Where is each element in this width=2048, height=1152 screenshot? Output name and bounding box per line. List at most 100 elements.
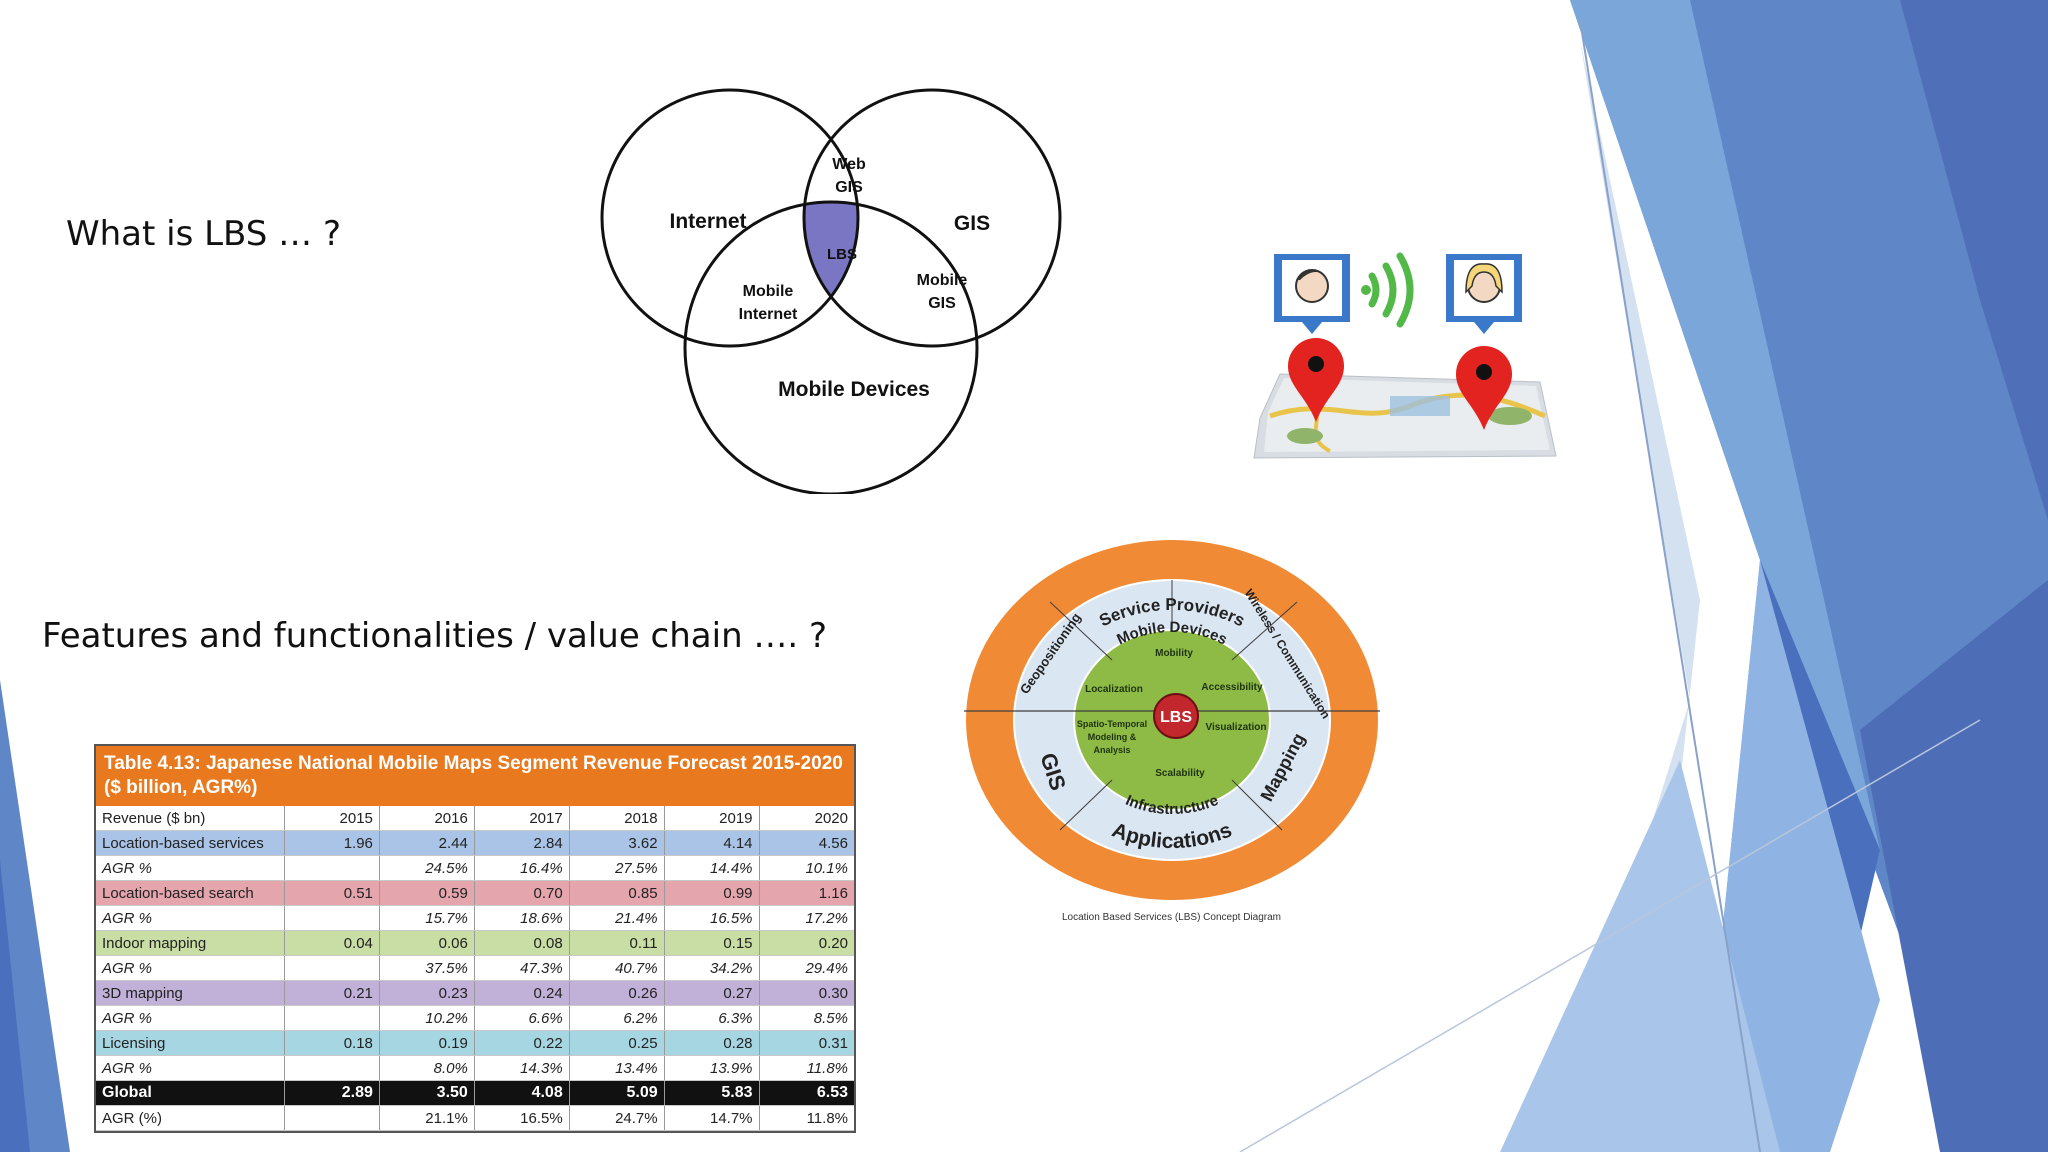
wheel-label-scalability: Scalability xyxy=(1155,768,1205,779)
venn-circle-gis xyxy=(802,88,1062,348)
table-cell: 0.70 xyxy=(474,880,570,906)
table-cell: 40.7% xyxy=(569,955,665,981)
table-row: AGR (%)21.1%16.5%24.7%14.7%11.8% xyxy=(96,1105,854,1131)
wheel-label-modeling-line1: Spatio-Temporal xyxy=(1077,719,1147,729)
table-row: AGR %37.5%47.3%40.7%34.2%29.4% xyxy=(96,955,854,981)
wheel-label-mobility: Mobility xyxy=(1155,648,1193,659)
table-row-label: AGR % xyxy=(96,1005,285,1031)
table-cell xyxy=(284,905,380,931)
table-cell xyxy=(284,1005,380,1031)
table-cell xyxy=(284,1055,380,1081)
table-cell: 2.84 xyxy=(474,830,570,856)
table-cell: 14.7% xyxy=(664,1105,760,1131)
table-cell: 0.15 xyxy=(664,930,760,956)
table-cell: 11.8% xyxy=(759,1055,854,1081)
wheel-hub-label: LBS xyxy=(1160,709,1192,726)
table-cell: 8.5% xyxy=(759,1005,854,1031)
table-cell: 10.1% xyxy=(759,855,854,881)
table-row-label: AGR % xyxy=(96,855,285,881)
table-cell: 29.4% xyxy=(759,955,854,981)
table-cell: 0.18 xyxy=(284,1030,380,1056)
table-cell: 27.5% xyxy=(569,855,665,881)
venn-label-gis: GIS xyxy=(954,212,990,235)
table-title: Table 4.13: Japanese National Mobile Map… xyxy=(96,746,854,806)
table-cell: 3.62 xyxy=(569,830,665,856)
table-row-label: AGR % xyxy=(96,1055,285,1081)
table-row: AGR %10.2%6.6%6.2%6.3%8.5% xyxy=(96,1005,854,1031)
table-cell: 13.4% xyxy=(569,1055,665,1081)
question-what-is-lbs: What is LBS … ? xyxy=(66,214,342,254)
wheel-label-modeling-line3: Analysis xyxy=(1093,745,1130,755)
table-cell: 6.2% xyxy=(569,1005,665,1031)
table-cell: 24.5% xyxy=(379,855,475,881)
wheel-label-localization: Localization xyxy=(1085,684,1143,695)
table-cell: 5.09 xyxy=(569,1080,665,1106)
table-row-label: Location-based services xyxy=(96,830,285,856)
table-header-cell: 2015 xyxy=(284,806,380,831)
wheel-label-accessibility: Accessibility xyxy=(1201,682,1263,693)
table-cell: 0.22 xyxy=(474,1030,570,1056)
venn-label-mobile-internet-line1: Mobile xyxy=(743,283,794,300)
table-cell: 0.26 xyxy=(569,980,665,1006)
table-cell: 17.2% xyxy=(759,905,854,931)
venn-label-center-lbs: LBS xyxy=(827,246,857,263)
table-cell xyxy=(284,855,380,881)
question-features-value-chain: Features and functionalities / value cha… xyxy=(42,616,828,656)
table-header-cell: 2020 xyxy=(759,806,854,831)
table-row-label: Location-based search xyxy=(96,880,285,906)
table-cell: 0.06 xyxy=(379,930,475,956)
table-cell: 34.2% xyxy=(664,955,760,981)
table-row: AGR %8.0%14.3%13.4%13.9%11.8% xyxy=(96,1055,854,1081)
table-header-cell: 2019 xyxy=(664,806,760,831)
table-cell: 6.3% xyxy=(664,1005,760,1031)
venn-label-internet: Internet xyxy=(669,210,746,233)
table-cell: 0.19 xyxy=(379,1030,475,1056)
venn-circle-internet xyxy=(600,88,860,348)
venn-circle-mobile-devices xyxy=(683,200,979,494)
venn-label-web-gis-line2: GIS xyxy=(835,179,863,196)
table-cell: 1.16 xyxy=(759,880,854,906)
table-cell xyxy=(284,1105,380,1131)
table-row-label: 3D mapping xyxy=(96,980,285,1006)
table-cell: 0.31 xyxy=(759,1030,854,1056)
table-cell: 16.4% xyxy=(474,855,570,881)
table-cell: 0.08 xyxy=(474,930,570,956)
wheel-caption: Location Based Services (LBS) Concept Di… xyxy=(1062,912,1281,923)
map-pin-icon xyxy=(1456,346,1512,430)
table-cell: 6.53 xyxy=(759,1080,854,1106)
table-header-cell: 2016 xyxy=(379,806,475,831)
wheel-hub-lbs xyxy=(1153,693,1199,739)
table-row-label: Global xyxy=(96,1080,285,1106)
table-cell: 6.6% xyxy=(474,1005,570,1031)
lbs-illustration xyxy=(1253,252,1557,459)
table-cell: 5.83 xyxy=(664,1080,760,1106)
table-row-label: AGR % xyxy=(96,905,285,931)
table-cell: 0.25 xyxy=(569,1030,665,1056)
table-cell: 11.8% xyxy=(759,1105,854,1131)
map-pin-icon xyxy=(1288,338,1344,422)
table-cell: 0.04 xyxy=(284,930,380,956)
venn-label-mobile-internet-line2: Internet xyxy=(739,306,798,323)
table-cell: 14.3% xyxy=(474,1055,570,1081)
table-header-cell: Revenue ($ bn) xyxy=(96,806,285,831)
table-cell: 2.44 xyxy=(379,830,475,856)
table-cell: 0.11 xyxy=(569,930,665,956)
table-cell: 0.30 xyxy=(759,980,854,1006)
table-cell: 24.7% xyxy=(569,1105,665,1131)
table-header-row: Revenue ($ bn) 2015 2016 2017 2018 2019 … xyxy=(96,806,854,831)
wheel-label-modeling-line2: Modeling & xyxy=(1088,732,1137,742)
table-row-label: Indoor mapping xyxy=(96,930,285,956)
table-cell: 2.89 xyxy=(284,1080,380,1106)
table-header-cell: 2017 xyxy=(474,806,570,831)
table-row: AGR %15.7%18.6%21.4%16.5%17.2% xyxy=(96,905,854,931)
table-cell: 47.3% xyxy=(474,955,570,981)
table-cell: 0.27 xyxy=(664,980,760,1006)
lbs-venn-diagram: Internet GIS Mobile Devices Web GIS Mobi… xyxy=(600,88,1062,494)
table-header-cell: 2018 xyxy=(569,806,665,831)
